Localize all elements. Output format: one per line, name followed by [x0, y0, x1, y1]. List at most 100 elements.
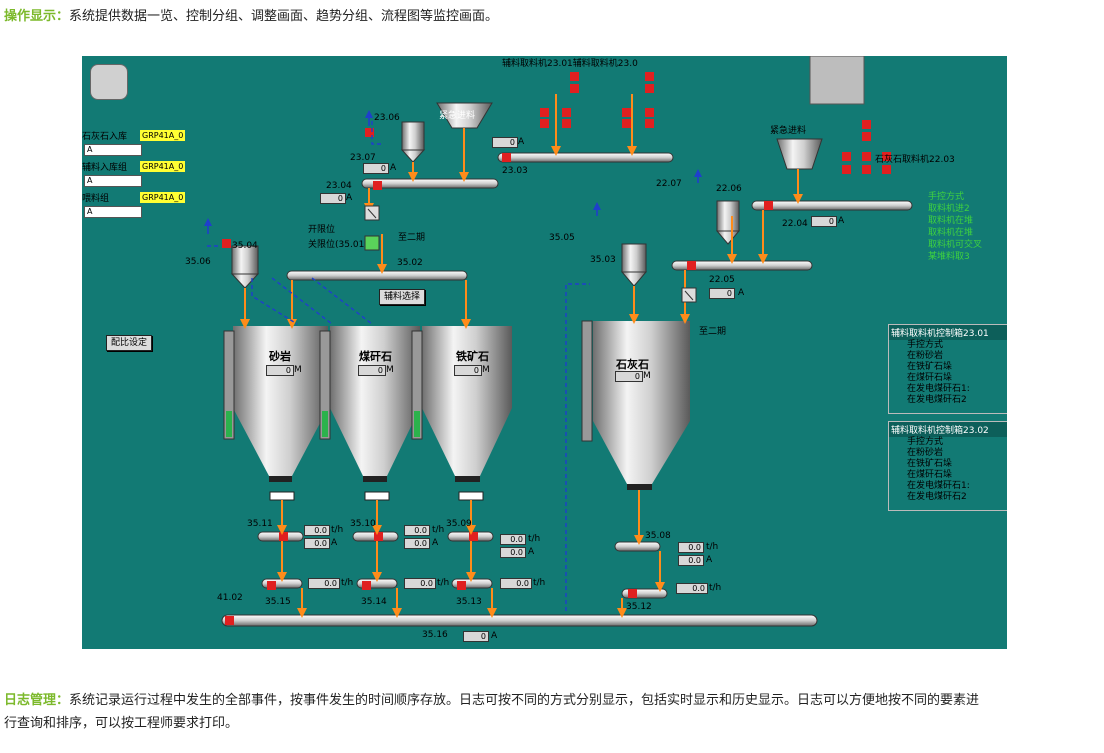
hoppers: [230, 102, 823, 289]
control-box-row: 在发电煤矸石1:: [907, 481, 970, 491]
dashed-signal-lines: [207, 121, 590, 611]
eq-35-12: 35.12: [626, 602, 652, 612]
unit-a-23-07: A: [390, 163, 397, 173]
intro-text: 系统提供数据一览、控制分组、调整画面、趋势分组、流程图等监控画面。: [69, 9, 499, 24]
emergency-feed-label-2: 紧急进料: [770, 126, 807, 136]
current-35-08: 0.0: [678, 555, 704, 566]
group-field-aux[interactable]: A: [84, 175, 142, 187]
control-box-title: 辅料取料机控制箱23.01: [889, 325, 1007, 340]
silo-name-limestone: 石灰石: [616, 358, 649, 371]
unit-th-35-13: t/h: [533, 578, 546, 588]
group-tag-feed[interactable]: GRP41A_0: [140, 192, 186, 203]
control-box-23-02[interactable]: 辅料取料机控制箱23.02 手控方式 在粉砂岩 在铁矿石垛 在煤矸石垛 在发电煤…: [888, 421, 1007, 511]
eq-35-13: 35.13: [456, 597, 482, 607]
silo-unit-iron-ore: M: [482, 365, 490, 375]
log-text-1: 系统记录运行过程中发生的全部事件，按事件发生的时间顺序存放。日志可按不同的方式分…: [69, 693, 980, 708]
group-label-feed: 喂料组: [82, 194, 110, 204]
mode-status-list: 手控方式 取料机进2 取料机在堆 取料机在堆 取料机可交叉 某堆料取3: [928, 191, 982, 263]
log-line-1: 日志管理：系统记录运行过程中发生的全部事件，按事件发生的时间顺序存放。日志可按不…: [4, 690, 979, 712]
silo-level-sandstone: 0: [266, 365, 294, 376]
material-flow-arrows: [240, 94, 803, 618]
to-phase2-label-1: 至二期: [398, 233, 426, 243]
current-35-16: 0: [463, 631, 489, 642]
group-tag-aux[interactable]: GRP41A_0: [140, 161, 186, 172]
control-box-row: 在粉砂岩: [907, 448, 944, 458]
silo-level-iron-ore: 0: [454, 365, 482, 376]
unit-th-35-11: t/h: [331, 525, 344, 535]
eq-35-10: 35.10: [350, 519, 376, 529]
control-box-23-01[interactable]: 辅料取料机控制箱23.01 手控方式 在粉砂岩 在铁矿石垛 在煤矸石垛 在发电煤…: [888, 324, 1007, 414]
current-23-05: 0: [492, 137, 518, 148]
flow-35-08: 0.0: [678, 542, 704, 553]
silo-name-iron-ore: 铁矿石: [456, 350, 489, 363]
add-screen-icon[interactable]: [90, 64, 128, 100]
unit-a-35-16: A: [491, 631, 498, 641]
mode-line: 取料机在堆: [928, 228, 974, 238]
flow-35-15: 0.0: [308, 578, 340, 589]
unit-th-35-14: t/h: [437, 578, 450, 588]
current-23-07: 0: [363, 163, 389, 174]
unit-th-35-12: t/h: [709, 583, 722, 593]
belt-scales: [269, 491, 484, 501]
ratio-setting-button[interactable]: 配比设定: [106, 335, 153, 351]
eq-35-15: 35.15: [265, 597, 291, 607]
eq-22-05: 22.05: [709, 275, 735, 285]
unit-a-22-05: A: [738, 288, 745, 298]
eq-35-14: 35.14: [361, 597, 387, 607]
unit-a-23-05: A: [518, 137, 525, 147]
silo-sandstone: [233, 326, 328, 482]
group-label-aux: 辅料入库组: [82, 163, 128, 173]
current-35-09: 0.0: [500, 547, 526, 558]
to-phase2-label-2: 至二期: [699, 327, 727, 337]
group-field-feed[interactable]: A: [84, 206, 142, 218]
group-field-limestone[interactable]: A: [84, 144, 142, 156]
control-box-row: 手控方式: [907, 437, 944, 447]
unit-a-22-04: A: [838, 216, 845, 226]
eq-35-04: 35.04: [232, 241, 258, 251]
unit-th-35-10: t/h: [432, 525, 445, 535]
eq-41-02: 41.02: [217, 593, 243, 603]
silo-name-coal-gangue: 煤矸石: [359, 350, 392, 363]
eq-23-07: 23.07: [350, 153, 376, 163]
unit-a-35-09: A: [528, 547, 535, 557]
eq-35-02: 35.02: [397, 258, 423, 268]
control-box-row: 在铁矿石垛: [907, 362, 953, 372]
flow-35-11: 0.0: [304, 525, 330, 536]
unit-a-35-11: A: [331, 538, 338, 548]
control-box-row: 在煤矸石垛: [907, 373, 953, 383]
silo-level-limestone: 0: [615, 371, 643, 382]
emergency-feed-label-1: 紧急进料: [439, 111, 476, 121]
control-box-title: 辅料取料机控制箱23.02: [889, 422, 1007, 437]
current-22-04: 0: [811, 216, 837, 227]
eq-35-06: 35.06: [185, 257, 211, 267]
unit-th-35-15: t/h: [341, 578, 354, 588]
silo-unit-sandstone: M: [294, 365, 302, 375]
eq-35-11: 35.11: [247, 519, 273, 529]
current-35-10: 0.0: [404, 538, 430, 549]
silo-level-coal-gangue: 0: [358, 365, 386, 376]
reclaimer-title: 辅料取料机23.01辅料取料机23.0: [502, 59, 638, 69]
flow-35-13: 0.0: [500, 578, 532, 589]
eq-35-03: 35.03: [590, 255, 616, 265]
log-line-2: 行查询和排序，可以按工程师要求打印。: [4, 716, 239, 731]
unit-th-35-08: t/h: [706, 542, 719, 552]
eq-35-05: 35.05: [549, 233, 575, 243]
eq-23-06: 23.06: [374, 113, 400, 123]
mode-line: 手控方式: [928, 192, 965, 202]
aux-select-button[interactable]: 辅料选择: [379, 289, 426, 305]
mode-line: 某堆料取3: [928, 252, 970, 262]
log-label: 日志管理：: [4, 693, 70, 708]
flow-35-09: 0.0: [500, 534, 526, 545]
gate-valve-3501: [364, 205, 697, 303]
unit-a-35-10: A: [432, 538, 439, 548]
flow-35-12: 0.0: [676, 583, 708, 594]
silo-name-sandstone: 砂岩: [269, 350, 291, 363]
silo-limestone: [593, 321, 690, 490]
mode-line: 取料机进2: [928, 204, 970, 214]
gate-close-label: 关限位(35.01: [308, 240, 365, 250]
control-box-row: 在发电煤矸石2: [907, 492, 967, 502]
group-tag-limestone[interactable]: GRP41A_0: [140, 130, 186, 141]
eq-23-04: 23.04: [326, 181, 352, 191]
level-gauges: [223, 320, 593, 442]
current-22-05: 0: [709, 288, 735, 299]
